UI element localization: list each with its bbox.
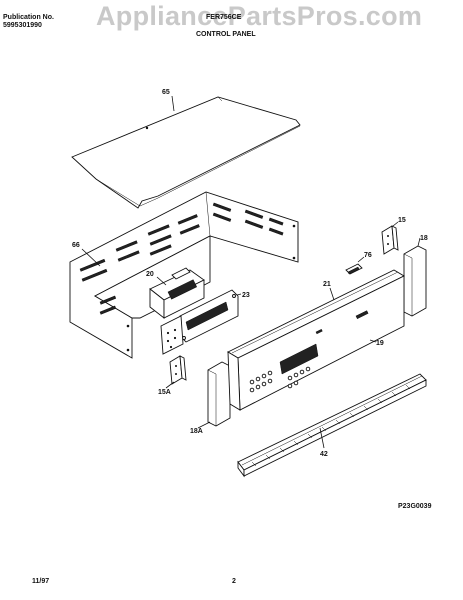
publication-label: Publication No. bbox=[3, 14, 54, 21]
part-19-control-panel-front[interactable] bbox=[227, 269, 405, 411]
callout-15a: 15A bbox=[158, 389, 171, 396]
callout-76: 76 bbox=[364, 252, 372, 259]
publication-number: 5995301990 bbox=[3, 22, 42, 29]
footer-date: 11/97 bbox=[32, 578, 50, 585]
part-15a-left-bracket[interactable] bbox=[165, 355, 187, 389]
callout-18: 18 bbox=[420, 235, 428, 242]
section-title: CONTROL PANEL bbox=[196, 31, 256, 38]
watermark: AppliancePartsPros.com bbox=[96, 1, 423, 31]
part-board-mount-plate[interactable] bbox=[160, 315, 184, 355]
callout-65: 65 bbox=[162, 89, 170, 96]
part-76-clip[interactable] bbox=[345, 256, 365, 275]
panel-buttons bbox=[249, 366, 311, 393]
part-15-right-bracket[interactable] bbox=[381, 221, 399, 255]
callout-19: 19 bbox=[376, 340, 384, 347]
callout-66: 66 bbox=[72, 242, 80, 249]
part-18a-left-end-cap[interactable] bbox=[197, 361, 231, 429]
part-23-display-board[interactable] bbox=[179, 289, 242, 343]
part-18-right-end-cap[interactable] bbox=[403, 237, 427, 317]
part-20-clock-module[interactable] bbox=[149, 267, 205, 319]
grille-slots bbox=[251, 384, 411, 467]
model-number: FER756CE bbox=[206, 14, 242, 21]
callout-15: 15 bbox=[398, 217, 406, 224]
callout-23: 23 bbox=[242, 292, 250, 299]
housing-vent-slots bbox=[79, 202, 284, 315]
callout-18a: 18A bbox=[190, 428, 203, 435]
diagram-code: P23G0039 bbox=[398, 503, 432, 510]
page-number: 2 bbox=[232, 578, 236, 585]
part-65-top-cover[interactable] bbox=[71, 95, 301, 209]
part-42-vent-grille[interactable] bbox=[237, 373, 427, 478]
callout-42: 42 bbox=[320, 451, 328, 458]
callout-21: 21 bbox=[323, 281, 331, 288]
callout-20: 20 bbox=[146, 271, 154, 278]
part-66-back-housing[interactable] bbox=[69, 191, 299, 359]
